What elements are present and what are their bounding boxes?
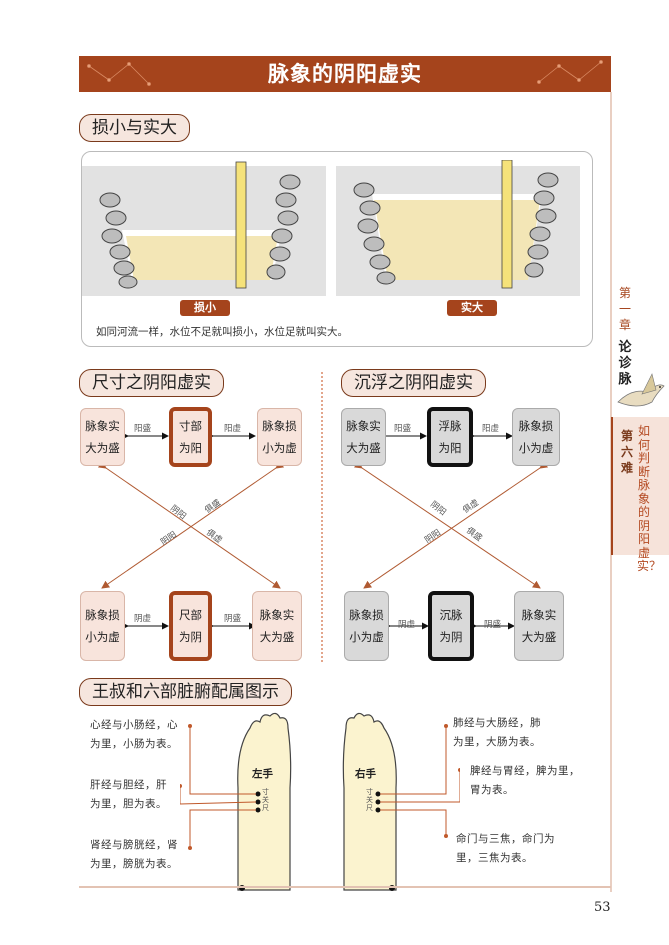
s3-top-right-box: 脉象损小为虚 — [512, 408, 560, 466]
high-water-tag: 实大 — [447, 300, 497, 316]
s3-top-left-box: 脉象实大为盛 — [341, 408, 386, 466]
box-line: 脉象实 — [85, 419, 120, 433]
section-tab — [611, 417, 669, 555]
chapter-label: 第一章 — [618, 286, 631, 332]
left-hand-label: 左手 — [252, 768, 273, 780]
s3-fu-box: 浮脉为阳 — [427, 407, 473, 467]
left-note-guan: 肝经与胆经，肝 为里，胆为表。 — [90, 776, 167, 814]
pos-label: 尺 — [366, 804, 373, 812]
note-line: 肝经与胆经，肝 — [90, 779, 167, 791]
box-line: 为阴 — [179, 630, 202, 644]
box-line: 大为盛 — [259, 630, 295, 644]
note-line: 脾经与胃经，脾为里， — [470, 765, 580, 777]
river-low-water — [82, 161, 326, 296]
box-line: 沉脉 — [439, 608, 463, 622]
bird-illustration-icon — [617, 373, 665, 407]
note-line: 为里，小肠为表。 — [90, 738, 178, 750]
river-high-water — [336, 160, 580, 296]
left-note-chi: 肾经与膀胱经，肾 为里，膀胱为表。 — [90, 836, 178, 874]
river-caption: 如同河流一样，水位不足就叫损小，水位足就叫实大。 — [96, 326, 348, 338]
right-hand-label: 右手 — [355, 768, 376, 780]
note-line: 肾经与膀胱经，肾 — [90, 839, 178, 851]
arrow-label: 阴虚 — [398, 620, 416, 630]
box-line: 尺部 — [179, 608, 202, 622]
arrow-label: 阴盛 — [484, 620, 502, 630]
s3-chen-box: 沉脉为阴 — [428, 591, 474, 661]
footer-rule — [79, 886, 611, 888]
page-number: 53 — [594, 900, 611, 915]
note-line: 胃为表。 — [470, 784, 514, 796]
pulse-position-labels: 寸 关 尺 — [366, 788, 374, 812]
note-line: 为里，大肠为表。 — [453, 736, 541, 748]
note-line: 为里，胆为表。 — [90, 798, 167, 810]
low-water-tag: 损小 — [180, 300, 230, 316]
box-line: 脉象损 — [85, 608, 120, 622]
box-line: 为阳 — [438, 441, 462, 455]
s2-chi-box: 尺部为阴 — [169, 591, 212, 661]
constellation-decoration-icon — [87, 60, 603, 86]
box-line: 脉象损 — [518, 419, 554, 433]
box-line: 大为盛 — [85, 441, 120, 455]
section-title-2: 尺寸之阴阳虚实 — [79, 369, 224, 397]
section-tab-title: 如何判断脉象的阴阳虚实？ — [637, 424, 662, 573]
right-hand-icon — [342, 712, 397, 891]
box-line: 脉象损 — [262, 419, 297, 433]
note-line: 为里，膀胱为表。 — [90, 858, 178, 870]
section2-arrows — [97, 432, 285, 630]
note-line: 肺经与大肠经，肺 — [453, 717, 541, 729]
section3-arrows — [353, 432, 549, 630]
right-note-chi: 命门与三焦，命门为 里，三焦为表。 — [456, 830, 555, 868]
arrow-label: 阳盛 — [394, 424, 412, 434]
hands-illustration — [180, 712, 460, 891]
section-number: 第六难 — [620, 429, 633, 475]
note-line: 里，三焦为表。 — [456, 852, 533, 864]
box-line: 为阴 — [439, 630, 463, 644]
pos-label: 关 — [262, 796, 269, 804]
section-title-4: 王叔和六部脏腑配属图示 — [79, 678, 292, 706]
left-note-cun: 心经与小肠经，心 为里，小肠为表。 — [90, 716, 178, 754]
box-line: 小为虚 — [85, 630, 120, 644]
arrow-label: 阴盛 — [224, 614, 242, 624]
pos-label: 寸 — [366, 788, 373, 796]
pos-label: 关 — [366, 796, 373, 804]
note-line: 命门与三焦，命门为 — [456, 833, 555, 845]
box-line: 小为虚 — [349, 630, 384, 644]
section-divider — [321, 372, 325, 662]
section-title-3: 沉浮之阴阳虚实 — [341, 369, 486, 397]
box-line: 脉象实 — [346, 419, 381, 433]
box-line: 寸部 — [179, 419, 202, 433]
chapter-name: 论诊脉 — [618, 340, 632, 387]
box-line: 小为虚 — [518, 441, 554, 455]
box-line: 大为盛 — [521, 630, 557, 644]
box-line: 脉象损 — [349, 608, 384, 622]
left-hand-icon — [237, 712, 292, 891]
s3-bot-left-box: 脉象损小为虚 — [344, 591, 389, 661]
right-note-guan: 脾经与胃经，脾为里， 胃为表。 — [470, 762, 580, 800]
right-note-cun: 肺经与大肠经，肺 为里，大肠为表。 — [453, 714, 541, 752]
note-line: 心经与小肠经，心 — [90, 719, 178, 731]
box-line: 小为虚 — [262, 441, 297, 455]
box-line: 脉象实 — [259, 608, 295, 622]
s2-top-left-box: 脉象实大为盛 — [80, 408, 125, 466]
box-line: 浮脉 — [438, 419, 462, 433]
s2-top-right-box: 脉象损小为虚 — [257, 408, 302, 466]
s2-cun-box: 寸部为阳 — [169, 407, 212, 467]
page-title: 脉象的阴阳虚实 — [268, 62, 422, 86]
s3-bot-right-box: 脉象实大为盛 — [514, 591, 564, 661]
box-line: 脉象实 — [521, 608, 557, 622]
box-line: 为阳 — [179, 441, 202, 455]
pulse-position-labels: 寸 关 尺 — [262, 788, 270, 812]
arrow-label: 阴虚 — [134, 614, 152, 624]
arrow-label: 阳盛 — [134, 424, 152, 434]
pos-label: 尺 — [262, 804, 269, 812]
arrow-label: 阳虚 — [482, 424, 500, 434]
s2-bot-right-box: 脉象实大为盛 — [252, 591, 302, 661]
section-title-1: 损小与实大 — [79, 114, 190, 142]
box-line: 大为盛 — [346, 441, 381, 455]
river-illustration — [82, 160, 580, 296]
s2-bot-left-box: 脉象损小为虚 — [80, 591, 125, 661]
arrow-label: 阳虚 — [224, 424, 242, 434]
page-banner: 脉象的阴阳虚实 — [79, 56, 611, 92]
pos-label: 寸 — [262, 788, 269, 796]
